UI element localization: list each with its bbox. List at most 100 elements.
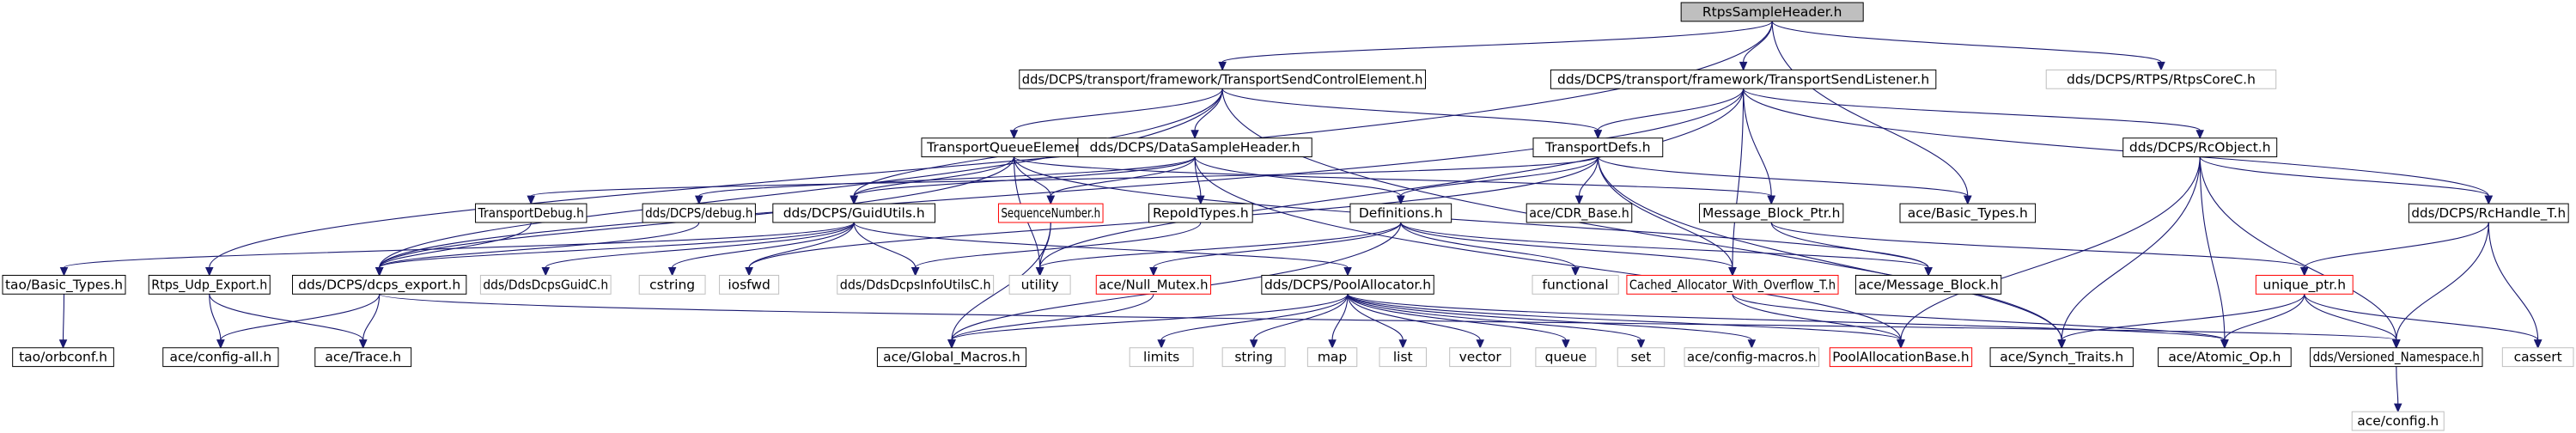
arrow-head-icon: [1249, 339, 1258, 350]
node-cassert[interactable]: cassert: [2501, 347, 2574, 368]
edge-dsh-to-guid: [850, 156, 1196, 205]
edge-line: [1578, 156, 1599, 197]
node-dds-dcps-debug-h[interactable]: dds/DCPS/debug.h: [642, 203, 756, 223]
node-ace-config-h[interactable]: ace/config.h: [2351, 411, 2445, 431]
edge-line: [1597, 156, 1733, 268]
edge-dcpsexp-to-versioned: [379, 293, 2401, 350]
edge-uniqueptr-to-cassert: [2304, 294, 2543, 350]
edge-poolalloc-to-limits: [1157, 294, 1349, 350]
node-ace-basic-types-h[interactable]: ace/Basic_Types.h: [1899, 203, 2037, 223]
node-ace-atomic-op-h[interactable]: ace/Atomic_Op.h: [2158, 347, 2292, 368]
node-list[interactable]: list: [1379, 347, 1427, 368]
node-label: iosfwd: [728, 277, 770, 292]
arrow-head-icon: [1728, 266, 1737, 277]
edge-line: [951, 294, 1349, 341]
node-dds-dcps-datasampleheader-h[interactable]: dds/DCPS/DataSampleHeader.h: [1077, 137, 1312, 158]
node-dds-dcps-transport-framework-transportsendlistener-h[interactable]: dds/DCPS/transport/framework/TransportSe…: [1550, 69, 1937, 89]
node-ace-trace-h[interactable]: ace/Trace.h: [314, 347, 412, 368]
edge-line: [1771, 21, 2162, 63]
node-cstring[interactable]: cstring: [638, 274, 706, 295]
node-ace-synch-traits-h[interactable]: ace/Synch_Traits.h: [1989, 347, 2134, 368]
node-ace-null-mutex-h[interactable]: ace/Null_Mutex.h: [1095, 274, 1212, 295]
node-string[interactable]: string: [1221, 347, 1286, 368]
edge-line: [1221, 21, 1773, 63]
node-dds-dcps-rtps-rtpscorec-h[interactable]: dds/DCPS/RTPS/RtpsCoreC.h: [2045, 69, 2277, 89]
node-limits[interactable]: limits: [1129, 347, 1194, 368]
edge-line: [1770, 222, 2305, 268]
node-rtps-udp-export-h[interactable]: Rtps_Udp_Export.h: [148, 274, 271, 295]
edge-poolalloc-to-configmacros: [1347, 294, 1757, 350]
node-message-block-ptr-h[interactable]: Message_Block_Ptr.h: [1699, 203, 1844, 223]
node-map[interactable]: map: [1306, 347, 1358, 368]
edge-rcobj-to-atomic: [2199, 156, 2229, 350]
edge-line: [951, 294, 1154, 341]
edge-line: [1597, 156, 2062, 340]
node-cached-allocator-with-overflow-t-h[interactable]: Cached_Allocator_With_Overflow_T.h: [1626, 274, 1839, 295]
edge-line: [1347, 293, 1902, 341]
arrow-head-icon: [667, 266, 677, 277]
edge-defs-to-cached: [1400, 222, 1737, 277]
arrow-head-icon: [375, 266, 384, 277]
edge-line: [220, 294, 381, 341]
node-ace-config-macros-h[interactable]: ace/config-macros.h: [1684, 347, 1820, 368]
node-label: tao/orbconf.h: [19, 350, 107, 365]
edge-line: [1597, 156, 1969, 197]
node-tao-basic-types-h[interactable]: tao/Basic_Types.h: [2, 274, 126, 295]
edge-dsh-to-seqnum: [1046, 156, 1196, 205]
node-queue[interactable]: queue: [1535, 347, 1597, 368]
arrow-head-icon: [541, 266, 551, 277]
node-iosfwd[interactable]: iosfwd: [719, 274, 780, 295]
node-utility[interactable]: utility: [1008, 274, 1071, 295]
node-dds-dcps-guidutils-h[interactable]: dds/DCPS/GuidUtils.h: [772, 203, 936, 223]
edge-rtpsudp-to-trace: [209, 294, 368, 350]
node-poolallocationbase-h[interactable]: PoolAllocationBase.h: [1829, 347, 1973, 368]
arrow-head-icon: [1562, 339, 1570, 350]
node-sequencenumber-h[interactable]: SequenceNumber.h: [997, 203, 1104, 223]
node-dds-dcps-dcps-export-h[interactable]: dds/DCPS/dcps_export.h: [292, 274, 467, 295]
node-rtpssampleheader-h[interactable]: RtpsSampleHeader.h: [1680, 2, 1864, 22]
node-label: tao/Basic_Types.h: [5, 277, 123, 293]
arrow-head-icon: [2392, 339, 2401, 350]
node-transportqueueelement-h[interactable]: TransportQueueElement.h: [921, 137, 1107, 158]
arrow-head-icon: [2195, 130, 2204, 139]
node-dds-versioned-namespace-h[interactable]: dds/Versioned_Namespace.h: [2310, 347, 2483, 368]
edge-line: [951, 222, 1051, 340]
node-unique-ptr-h[interactable]: unique_ptr.h: [2255, 274, 2354, 295]
node-ace-message-block-h[interactable]: ace/Message_Block.h: [1854, 274, 2002, 295]
node-transportdefs-h[interactable]: TransportDefs.h: [1532, 137, 1664, 158]
node-dds-dcps-rcobject-h[interactable]: dds/DCPS/RcObject.h: [2122, 137, 2278, 158]
node-dds-dcps-transport-framework-transportsendcontrolelement-h[interactable]: dds/DCPS/transport/framework/TransportSe…: [1019, 69, 1427, 89]
node-label: dds/DCPS/debug.h: [645, 205, 752, 221]
node-dds-ddsdcpsinfoutilsc-h[interactable]: dds/DdsDcpsInfoUtilsC.h: [837, 274, 995, 295]
edge-line: [1050, 156, 1196, 197]
edge-line: [1013, 88, 1223, 131]
node-tao-orbconf-h[interactable]: tao/orbconf.h: [12, 347, 114, 368]
node-vector[interactable]: vector: [1449, 347, 1512, 368]
edge-line: [1400, 222, 1733, 268]
node-label: string: [1234, 350, 1273, 365]
node-dds-dcps-poolallocator-h[interactable]: dds/DCPS/PoolAllocator.h: [1261, 274, 1434, 295]
edge-line: [1347, 294, 1642, 341]
edge-line: [1732, 294, 1902, 341]
node-transportdebug-h[interactable]: TransportDebug.h: [475, 203, 588, 223]
node-label: Message_Block_Ptr.h: [1702, 205, 1840, 222]
node-repoidtypes-h[interactable]: RepoIdTypes.h: [1148, 203, 1253, 223]
node-box: [292, 274, 467, 295]
edge-line: [2199, 156, 2397, 340]
node-set[interactable]: set: [1617, 347, 1666, 368]
node-dds-dcps-rchandle-t-h[interactable]: dds/DCPS/RcHandle_T.h: [2408, 203, 2569, 223]
node-functional[interactable]: functional: [1532, 274, 1619, 295]
node-definitions-h[interactable]: Definitions.h: [1349, 203, 1452, 223]
edge-line: [1400, 222, 1576, 268]
edge-line: [1347, 294, 1404, 340]
node-ace-global-macros-h[interactable]: ace/Global_Macros.h: [876, 347, 1027, 368]
arrow-head-icon: [2220, 339, 2229, 350]
node-ace-config-all-h[interactable]: ace/config-all.h: [162, 347, 279, 368]
node-ace-cdr-base-h[interactable]: ace/CDR_Base.h: [1526, 203, 1633, 223]
edge-defs-to-functional: [1400, 222, 1580, 277]
edge-line: [530, 156, 1599, 197]
node-label: PoolAllocationBase.h: [1832, 350, 1969, 365]
edge-poolalloc-to-queue: [1347, 294, 1570, 350]
node-dds-ddsdcpsguidc-h[interactable]: dds/DdsDcpsGuidC.h: [479, 274, 612, 295]
node-label: ace/Message_Block.h: [1858, 277, 1998, 293]
